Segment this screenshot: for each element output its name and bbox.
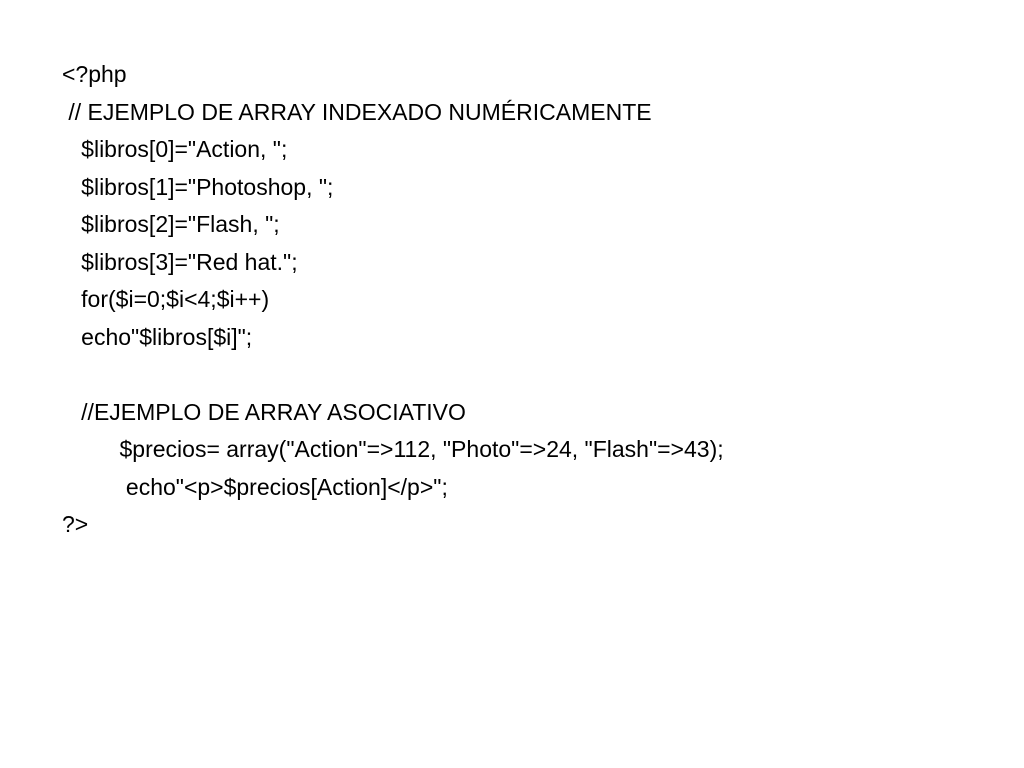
code-line-blank <box>62 356 724 394</box>
code-line-comment-associative: //EJEMPLO DE ARRAY ASOCIATIVO <box>62 398 466 425</box>
code-line-for-loop: for($i=0;$i<4;$i++) <box>62 286 270 312</box>
code-line-echo-libros: echo"$libros[$i]"; <box>62 323 253 350</box>
code-line-echo-precios: echo"<p>$precios[Action]</p>"; <box>62 473 448 500</box>
code-line-precios-array: $precios= array("Action"=>112, "Photo"=>… <box>62 436 724 462</box>
code-line-comment-indexed: // EJEMPLO DE ARRAY INDEXADO NUMÉRICAMEN… <box>62 98 652 125</box>
code-line-libros-3: $libros[3]="Red hat."; <box>62 248 298 275</box>
code-line-libros-0: $libros[0]="Action, "; <box>62 136 288 162</box>
php-code-block: <?php // EJEMPLO DE ARRAY INDEXADO NUMÉR… <box>62 56 724 544</box>
code-line-libros-2: $libros[2]="Flash, "; <box>62 211 280 237</box>
code-line-php-close: ?> <box>62 511 89 537</box>
code-line-php-open: <?php <box>62 61 127 87</box>
code-line-libros-1: $libros[1]="Photoshop, "; <box>62 173 334 200</box>
